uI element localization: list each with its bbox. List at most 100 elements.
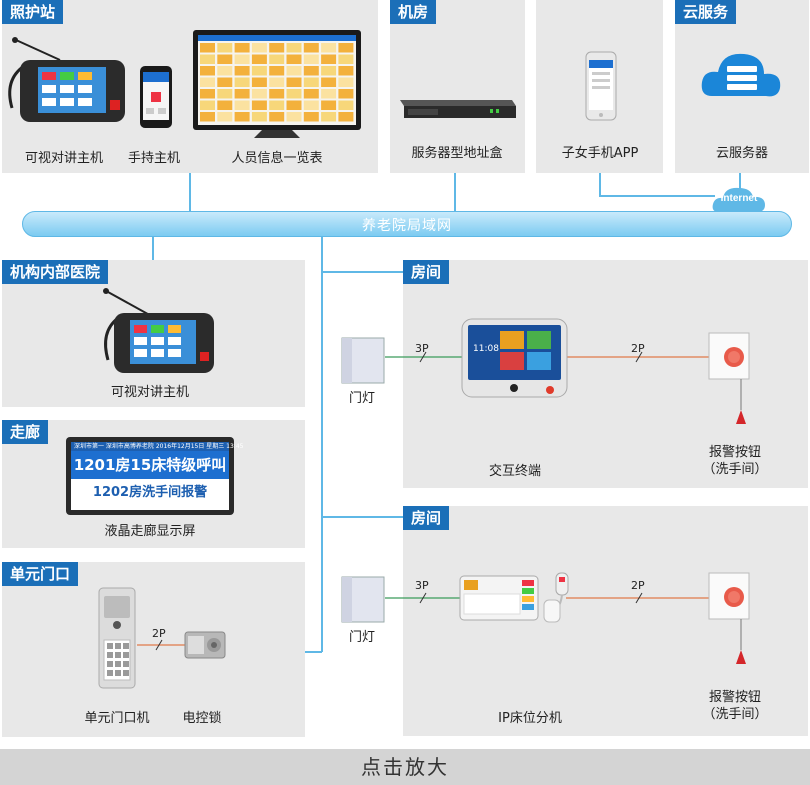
keypad-key: [115, 661, 121, 667]
corridor-title: 走廊: [2, 420, 49, 444]
keypad-key: [107, 652, 113, 658]
corridor-display-label: 液晶走廊显示屏: [104, 524, 196, 539]
alarm-button-2-icon: [708, 572, 750, 664]
door-light-1-label: 门灯: [348, 391, 376, 406]
alarm-button-1-title: 报警按钮: [708, 445, 762, 460]
personnel-grid-cell: [338, 100, 354, 110]
personnel-grid-cell: [234, 100, 250, 110]
personnel-grid-cell: [251, 66, 267, 76]
personnel-grid-cell: [200, 77, 215, 87]
personnel-grid-cell: [217, 43, 233, 53]
personnel-grid-cell: [338, 54, 354, 64]
keypad-key: [107, 670, 113, 676]
personnel-grid-cell: [338, 112, 354, 122]
lan-bus: 养老院局域网: [22, 211, 792, 237]
personnel-grid-cell: [286, 112, 302, 122]
internet-cloud-icon: [712, 187, 765, 212]
unit-door-title: 单元门口: [2, 562, 79, 586]
personnel-grid-cell: [321, 112, 337, 122]
keypad-key: [115, 670, 121, 676]
personnel-grid-cell: [321, 89, 337, 99]
personnel-grid-cell: [234, 66, 250, 76]
personnel-grid-cell: [269, 66, 285, 76]
server-rack-icon: [400, 100, 516, 118]
personnel-grid-cell: [217, 100, 233, 110]
alarm-button-1-label: 报警按钮 （洗手间）: [702, 444, 767, 478]
keypad-key: [115, 643, 121, 649]
door-light-2-icon: [341, 576, 385, 623]
personnel-grid-cell: [234, 77, 250, 87]
personnel-grid-cell: [321, 54, 337, 64]
keypad-key: [123, 643, 129, 649]
personnel-grid-cell: [303, 66, 319, 76]
personnel-list-label: 人员信息一览表: [231, 151, 323, 166]
room2-left-wire-label: 3P: [415, 579, 429, 592]
personnel-grid-cell: [321, 77, 337, 87]
keypad-key: [107, 661, 113, 667]
cloud-service-title: 云服务: [675, 0, 737, 24]
personnel-grid-cell: [200, 100, 215, 110]
electric-lock-icon: [184, 631, 226, 659]
hospital-intercom-label: 可视对讲主机: [110, 385, 190, 400]
personnel-grid-cell: [286, 77, 302, 87]
personnel-grid-cell: [269, 77, 285, 87]
personnel-grid-cell: [269, 112, 285, 122]
personnel-grid-cell: [234, 54, 250, 64]
personnel-grid-cell: [286, 54, 302, 64]
personnel-grid-cell: [200, 54, 215, 64]
corridor-screen-line2: 1202房洗手间报警: [92, 485, 208, 500]
personnel-grid-cell: [303, 54, 319, 64]
alarm-button-1-sub: （洗手间）: [702, 462, 768, 477]
personnel-grid-cell: [303, 89, 319, 99]
ip-bed-unit-label: IP床位分机: [498, 711, 562, 726]
personnel-grid-cell: [286, 89, 302, 99]
handheld-host-icon: [140, 66, 172, 128]
unit-door-unit-label: 单元门口机: [84, 711, 150, 726]
server-address-box-label: 服务器型地址盒: [411, 146, 503, 161]
personnel-grid-cell: [217, 54, 233, 64]
corridor-display-screen: 深圳市第一 深圳市高博养老院 2016年12月15日 星期三 13:45 120…: [66, 437, 243, 515]
interactive-terminal-label: 交互终端: [488, 464, 542, 479]
alarm-button-2-title: 报警按钮: [708, 690, 762, 705]
cloud-server-label: 云服务器: [715, 146, 769, 161]
personnel-grid-cell: [251, 77, 267, 87]
video-intercom-host-icon: [8, 37, 125, 122]
door-light-1-icon: [341, 337, 385, 384]
personnel-grid-cell: [217, 66, 233, 76]
personnel-grid-cell: [200, 89, 215, 99]
personnel-grid-cell: [338, 43, 354, 53]
alarm-button-2-sub: （洗手间）: [702, 707, 768, 722]
personnel-grid-cell: [217, 77, 233, 87]
door-light-2-label: 门灯: [348, 630, 376, 645]
personnel-grid-cell: [286, 66, 302, 76]
hospital-title: 机构内部医院: [2, 260, 109, 284]
cloud-service-panel: 云服务: [675, 0, 809, 173]
personnel-grid-cell: [217, 112, 233, 122]
keypad-key: [115, 652, 121, 658]
video-intercom-host-label: 可视对讲主机: [24, 151, 104, 166]
personnel-grid-cell: [321, 100, 337, 110]
room1-title: 房间: [403, 260, 450, 284]
zoom-button[interactable]: 点击放大: [0, 749, 810, 785]
personnel-grid-cell: [251, 112, 267, 122]
personnel-grid-cell: [251, 54, 267, 64]
personnel-grid-cell: [234, 43, 250, 53]
machine-room-title: 机房: [390, 0, 437, 24]
personnel-grid-cell: [269, 54, 285, 64]
personnel-grid-cell: [234, 112, 250, 122]
personnel-grid-cell: [338, 77, 354, 87]
room1-right-wire-label: 2P: [631, 342, 645, 355]
personnel-grid-cell: [200, 112, 215, 122]
internet-cloud: Internet: [711, 184, 767, 214]
handheld-host-label: 手持主机: [127, 151, 181, 166]
personnel-grid-cell: [303, 100, 319, 110]
family-phone-icon: [585, 51, 617, 121]
personnel-grid-cell: [286, 43, 302, 53]
cloud-server-icon: [701, 53, 781, 97]
keypad-key: [123, 670, 129, 676]
keypad-key: [123, 652, 129, 658]
unit-door-panel: 单元门口: [2, 562, 305, 737]
door-lock-wire-label: 2P: [152, 627, 166, 640]
personnel-grid-cell: [338, 89, 354, 99]
